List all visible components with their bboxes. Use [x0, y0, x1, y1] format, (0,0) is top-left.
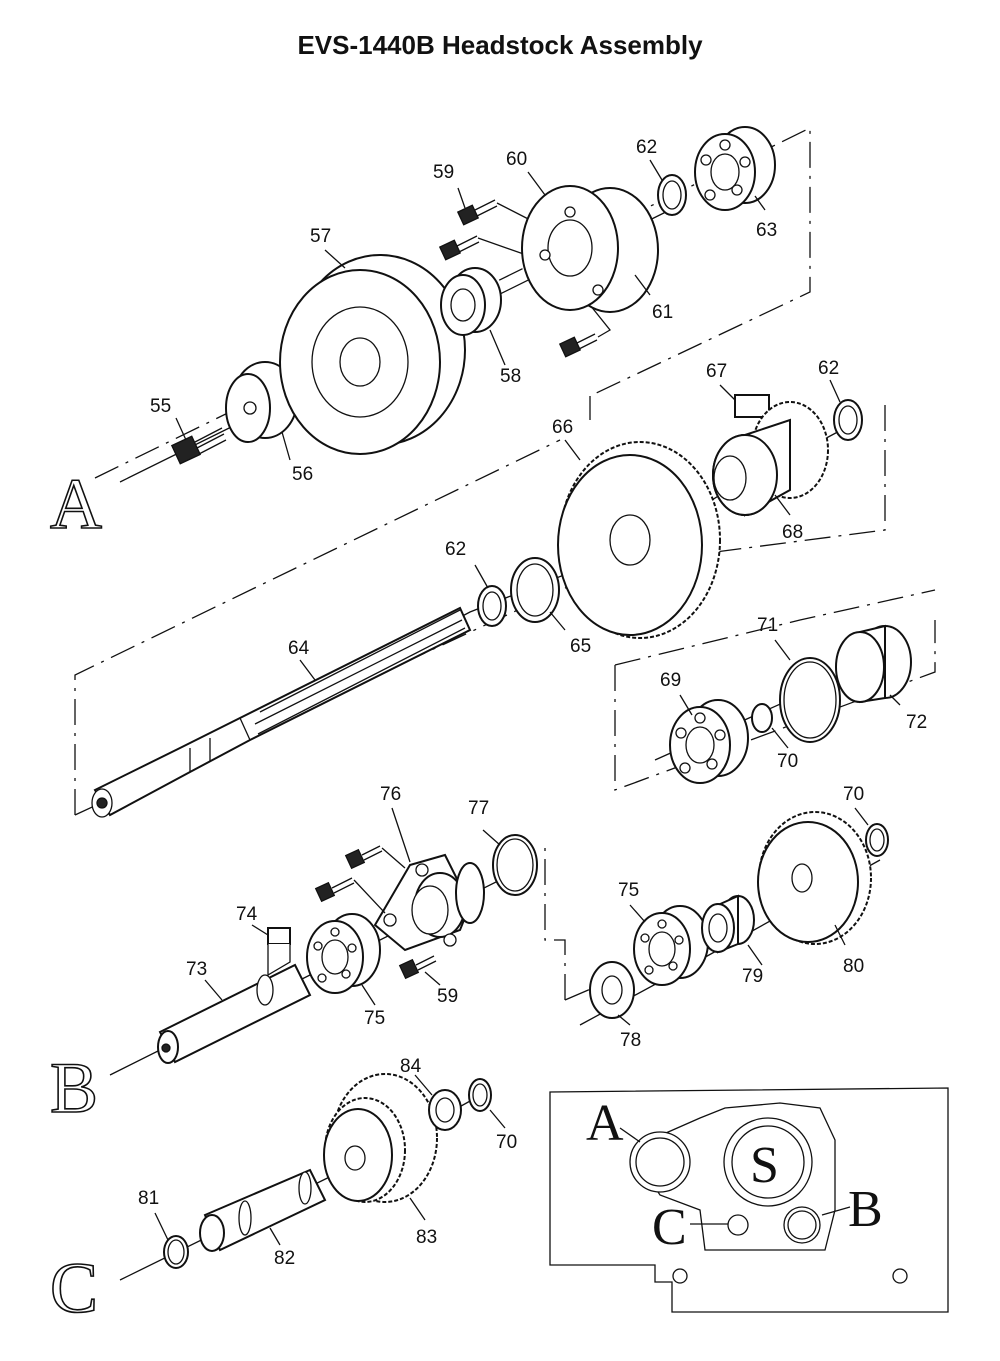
- group-b: [109, 811, 889, 1076]
- diagram-title: EVS-1440B Headstock Assembly: [297, 30, 703, 60]
- headstock-location-inset: [549, 1087, 949, 1313]
- callout-59-top: 59: [433, 162, 454, 183]
- callout-67: 67: [706, 361, 727, 382]
- part-70-ring-c: [468, 1078, 492, 1112]
- part-59-screws: [438, 199, 611, 358]
- callout-58: 58: [500, 366, 521, 387]
- callout-63: 63: [756, 220, 777, 241]
- callout-65: 65: [570, 636, 591, 657]
- callout-79: 79: [742, 966, 763, 987]
- part-75-bearing-a: [306, 913, 381, 994]
- callout-62-mid: 62: [445, 539, 466, 560]
- callout-72: 72: [906, 712, 927, 733]
- group-c: [119, 1073, 492, 1281]
- callout-64: 64: [288, 638, 310, 659]
- part-57-pulley: [279, 254, 466, 455]
- callout-74: 74: [236, 904, 258, 925]
- part-74-key: [267, 927, 291, 977]
- callout-62-right: 62: [818, 358, 839, 379]
- part-83-gear: [323, 1073, 438, 1203]
- callout-60: 60: [506, 149, 527, 170]
- callout-75-b: 75: [618, 880, 639, 901]
- part-81-ring: [163, 1235, 189, 1269]
- callout-73: 73: [186, 959, 207, 980]
- callout-55: 55: [150, 396, 171, 417]
- callout-66: 66: [552, 417, 573, 438]
- callout-77: 77: [468, 798, 489, 819]
- part-72-cap: [835, 624, 912, 704]
- callout-57: 57: [310, 226, 331, 247]
- part-62-ring-right: [833, 399, 863, 441]
- callout-75-a: 75: [364, 1008, 385, 1029]
- group-a: [74, 126, 936, 818]
- group-letter-a: A: [50, 464, 102, 544]
- inset-letter-b: B: [848, 1181, 883, 1238]
- inset-letter-c: C: [652, 1199, 687, 1256]
- part-58-bushing: [440, 267, 502, 336]
- callout-81: 81: [138, 1188, 159, 1209]
- callout-70-c: 70: [496, 1132, 517, 1153]
- group-letter-c: C: [50, 1248, 98, 1328]
- callout-78: 78: [620, 1030, 641, 1051]
- part-70-ring-a: [751, 703, 773, 733]
- part-59-screws-b: [314, 845, 437, 980]
- part-82-shaft: [199, 1168, 327, 1252]
- callout-82: 82: [274, 1248, 295, 1269]
- part-70-ring-b: [865, 823, 889, 857]
- callout-83: 83: [416, 1227, 437, 1248]
- part-78-washer: [589, 961, 635, 1019]
- part-76-bracket: [373, 853, 485, 952]
- part-55-screw: [170, 427, 227, 465]
- part-62-ring-top: [657, 174, 687, 216]
- callout-70-b: 70: [843, 784, 864, 805]
- callout-80: 80: [843, 956, 864, 977]
- part-63-bearing: [694, 126, 776, 211]
- part-79-sleeve: [701, 894, 755, 954]
- callout-71: 71: [757, 615, 778, 636]
- part-62-ring-mid: [477, 585, 507, 627]
- callout-84: 84: [400, 1056, 422, 1077]
- inset-letter-s: S: [750, 1137, 779, 1194]
- group-letter-b: B: [50, 1048, 98, 1128]
- callout-62-top: 62: [636, 137, 657, 158]
- part-73-shaft: [157, 963, 312, 1064]
- callout-59-bottom: 59: [437, 986, 458, 1007]
- inset-letter-a: A: [586, 1095, 624, 1152]
- part-75-bearing-b: [633, 905, 709, 986]
- part-67-68-gear-key: [712, 394, 829, 517]
- part-80-gear: [757, 811, 872, 945]
- part-65-snap-ring: [510, 557, 560, 623]
- callout-68: 68: [782, 522, 803, 543]
- part-60-61-flange: [521, 185, 659, 313]
- callout-70-a: 70: [777, 751, 798, 772]
- callout-69: 69: [660, 670, 681, 691]
- part-71-o-ring: [779, 657, 841, 743]
- part-84-washer: [428, 1089, 462, 1131]
- callout-56: 56: [292, 464, 313, 485]
- part-64-spindle: [91, 606, 472, 818]
- part-66-gear: [557, 441, 721, 639]
- callout-76: 76: [380, 784, 401, 805]
- callout-61: 61: [652, 302, 673, 323]
- leader-lines: [154, 159, 901, 1246]
- callout-numbers: 55 56 57 58 59 60 61 62 63 62 62 64 65 6…: [138, 137, 927, 1269]
- part-69-bearing: [669, 699, 749, 784]
- part-77-o-ring: [492, 834, 538, 896]
